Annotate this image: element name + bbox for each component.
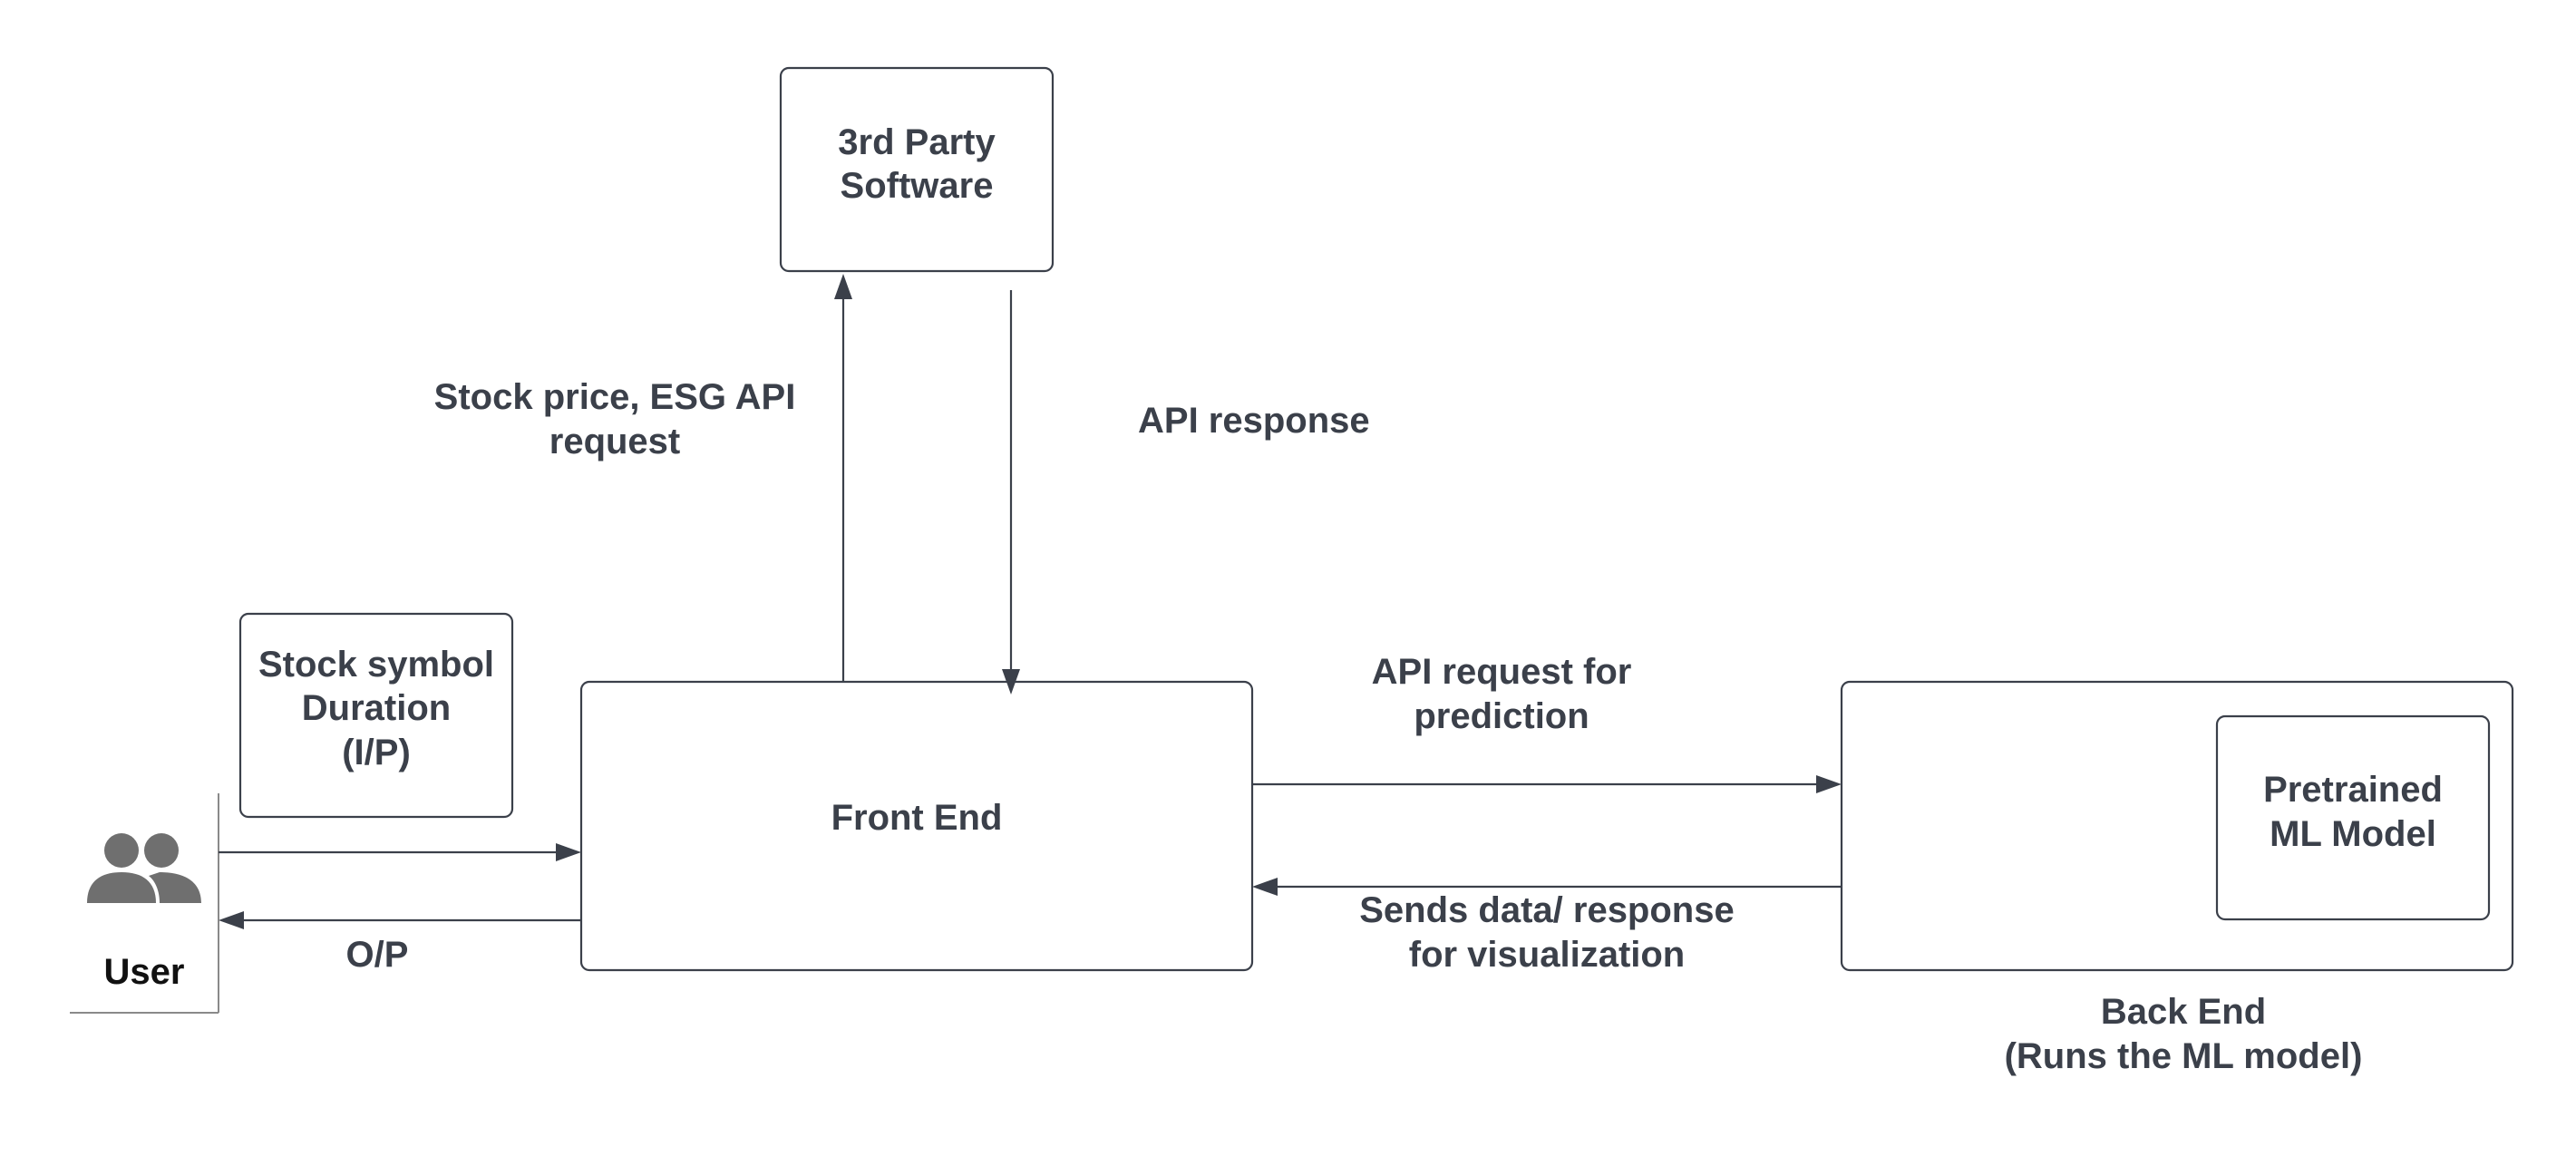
edge-api-request-label-line1: Stock price, ESG API [434,377,796,417]
ml-model-label-line1: Pretrained [2263,770,2443,810]
back-end-label-line1: Back End [2101,992,2266,1032]
edge-user-input [219,843,581,861]
front-end-node[interactable]: Front End [579,680,1254,972]
users-icon [87,833,201,903]
input-label-line2: Duration [302,688,451,728]
edge-api-response [1002,290,1020,695]
edge-prediction-request [1252,775,1842,793]
edge-visualization-response-label-line1: Sends data/ response [1359,890,1734,930]
input-label-line3: (I/P) [342,733,411,772]
ml-model-node[interactable]: Pretrained ML Model [2215,714,2491,921]
front-end-label: Front End [831,798,1003,838]
edge-prediction-request-label-line1: API request for [1372,652,1632,692]
edge-api-request-label-line2: request [549,422,681,461]
user-node[interactable]: User [70,793,219,1014]
edge-output [219,911,581,929]
edge-visualization-response-label-line2: for visualization [1409,935,1686,975]
third-party-label-line2: Software [841,166,994,206]
ml-model-label-line2: ML Model [2270,814,2436,854]
edge-prediction-request-label-line2: prediction [1414,696,1589,736]
third-party-software-node[interactable]: 3rd Party Software [779,66,1055,273]
user-label: User [104,952,185,992]
edge-api-request [834,274,852,682]
input-node[interactable]: Stock symbol Duration (I/P) [238,612,514,819]
edge-visualization-response [1252,878,1842,896]
edge-api-response-label: API response [1138,401,1370,441]
third-party-label-line1: 3rd Party [838,122,996,162]
input-label-line1: Stock symbol [258,645,494,685]
edge-output-label: O/P [346,935,409,975]
back-end-label-line2: (Runs the ML model) [2005,1036,2363,1076]
